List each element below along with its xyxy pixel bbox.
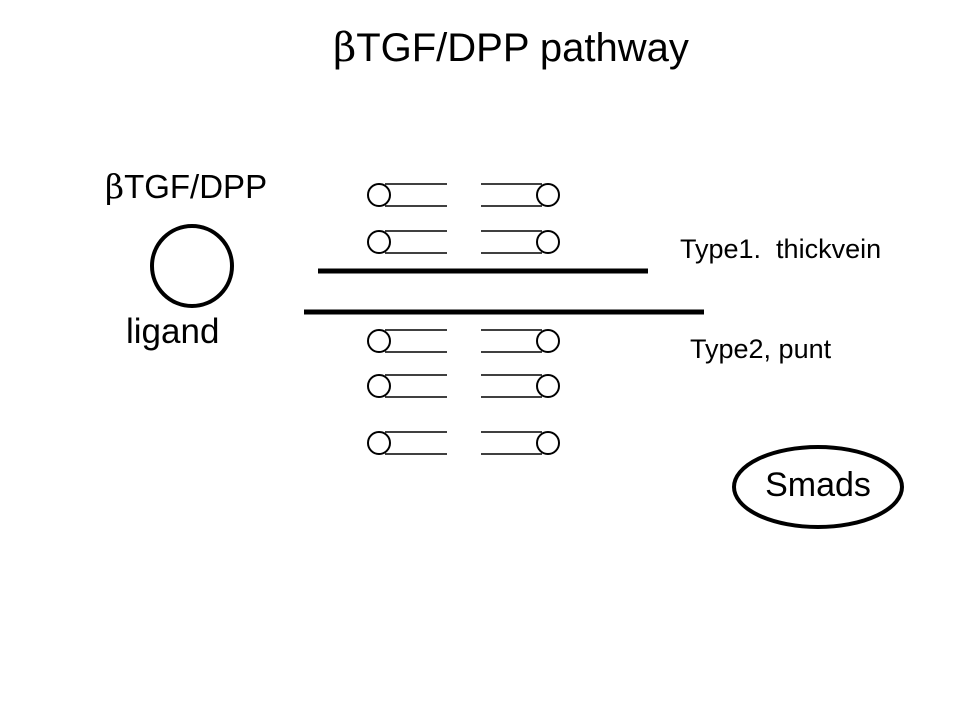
type2-receptor-label: Type2, punt [690,334,832,364]
type1-receptor-label: Type1. thickvein [680,234,882,264]
receptor-capsule-right [481,183,560,207]
receptor-capsule-left [367,329,447,353]
ligand-circle [150,224,234,308]
receptor-capsule-left [367,431,447,455]
receptor-row [367,431,560,455]
ligand-name: βTGF/DPP [105,170,267,203]
receptor-row [367,183,560,207]
receptor-capsule-left [367,230,447,254]
ligand-beta-symbol: β [105,167,125,206]
receptor-capsule-right [481,230,560,254]
receptor-row [367,230,560,254]
ligand-name-text: TGF/DPP [124,168,268,205]
receptor-capsule-right [481,329,560,353]
page-title: βTGF/DPP pathway [0,28,960,68]
receptor-row [367,374,560,398]
smads-ellipse [732,445,904,529]
receptor-capsule-right [481,374,560,398]
receptor-capsule-right [481,431,560,455]
title-beta-symbol: β [333,25,357,71]
receptor-row [367,329,560,353]
smads-label: Smads [765,466,871,504]
title-text: TGF/DPP pathway [356,26,689,70]
receptor-capsule-left [367,183,447,207]
ligand-label: ligand [126,312,220,351]
receptor-capsule-left [367,374,447,398]
